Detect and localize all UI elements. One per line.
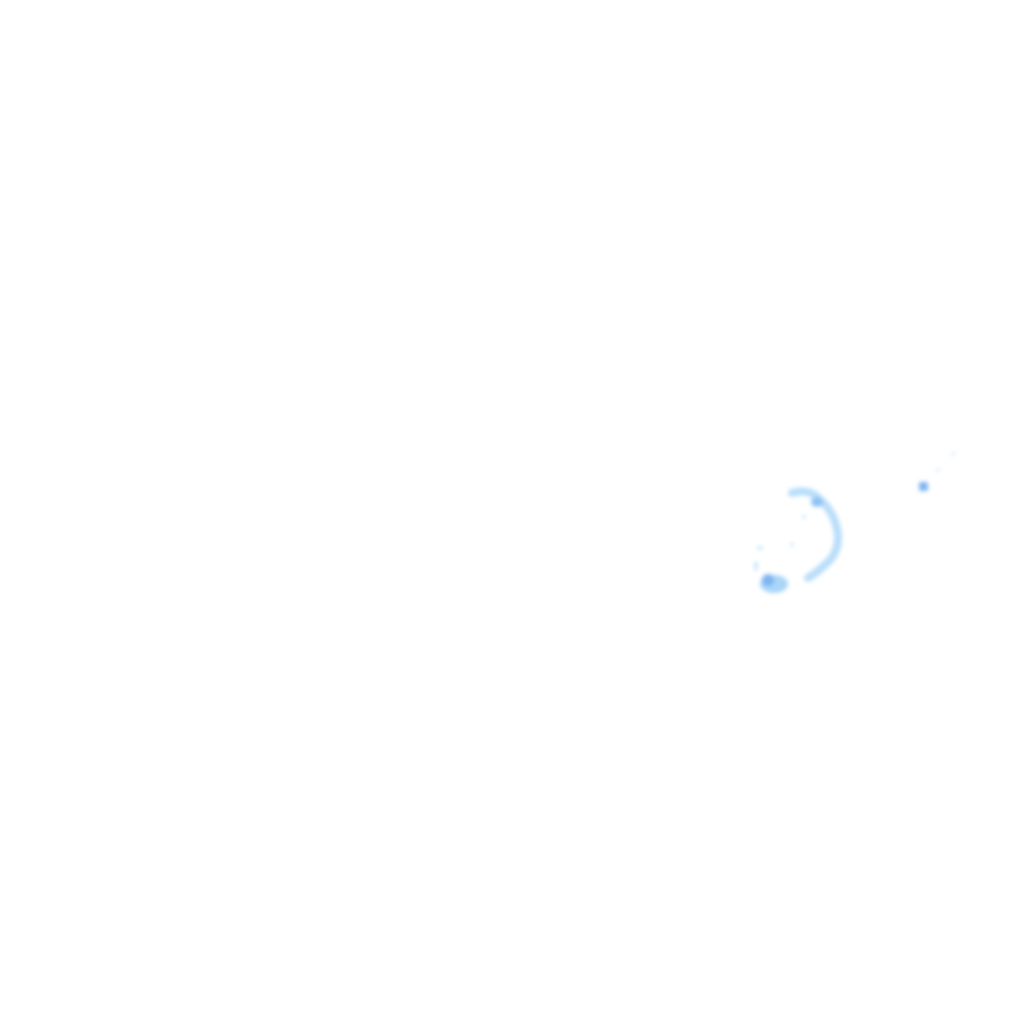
blue-speck (754, 561, 758, 571)
blue-square-spot (919, 482, 928, 491)
blue-spot-top (811, 497, 823, 507)
blue-speck (936, 468, 940, 472)
blue-arc-shape (788, 487, 842, 582)
blue-speck (951, 452, 955, 456)
blue-speck (790, 543, 794, 547)
blue-blob-core (762, 574, 774, 586)
blue-speck (802, 515, 806, 519)
blue-speck (757, 546, 763, 550)
